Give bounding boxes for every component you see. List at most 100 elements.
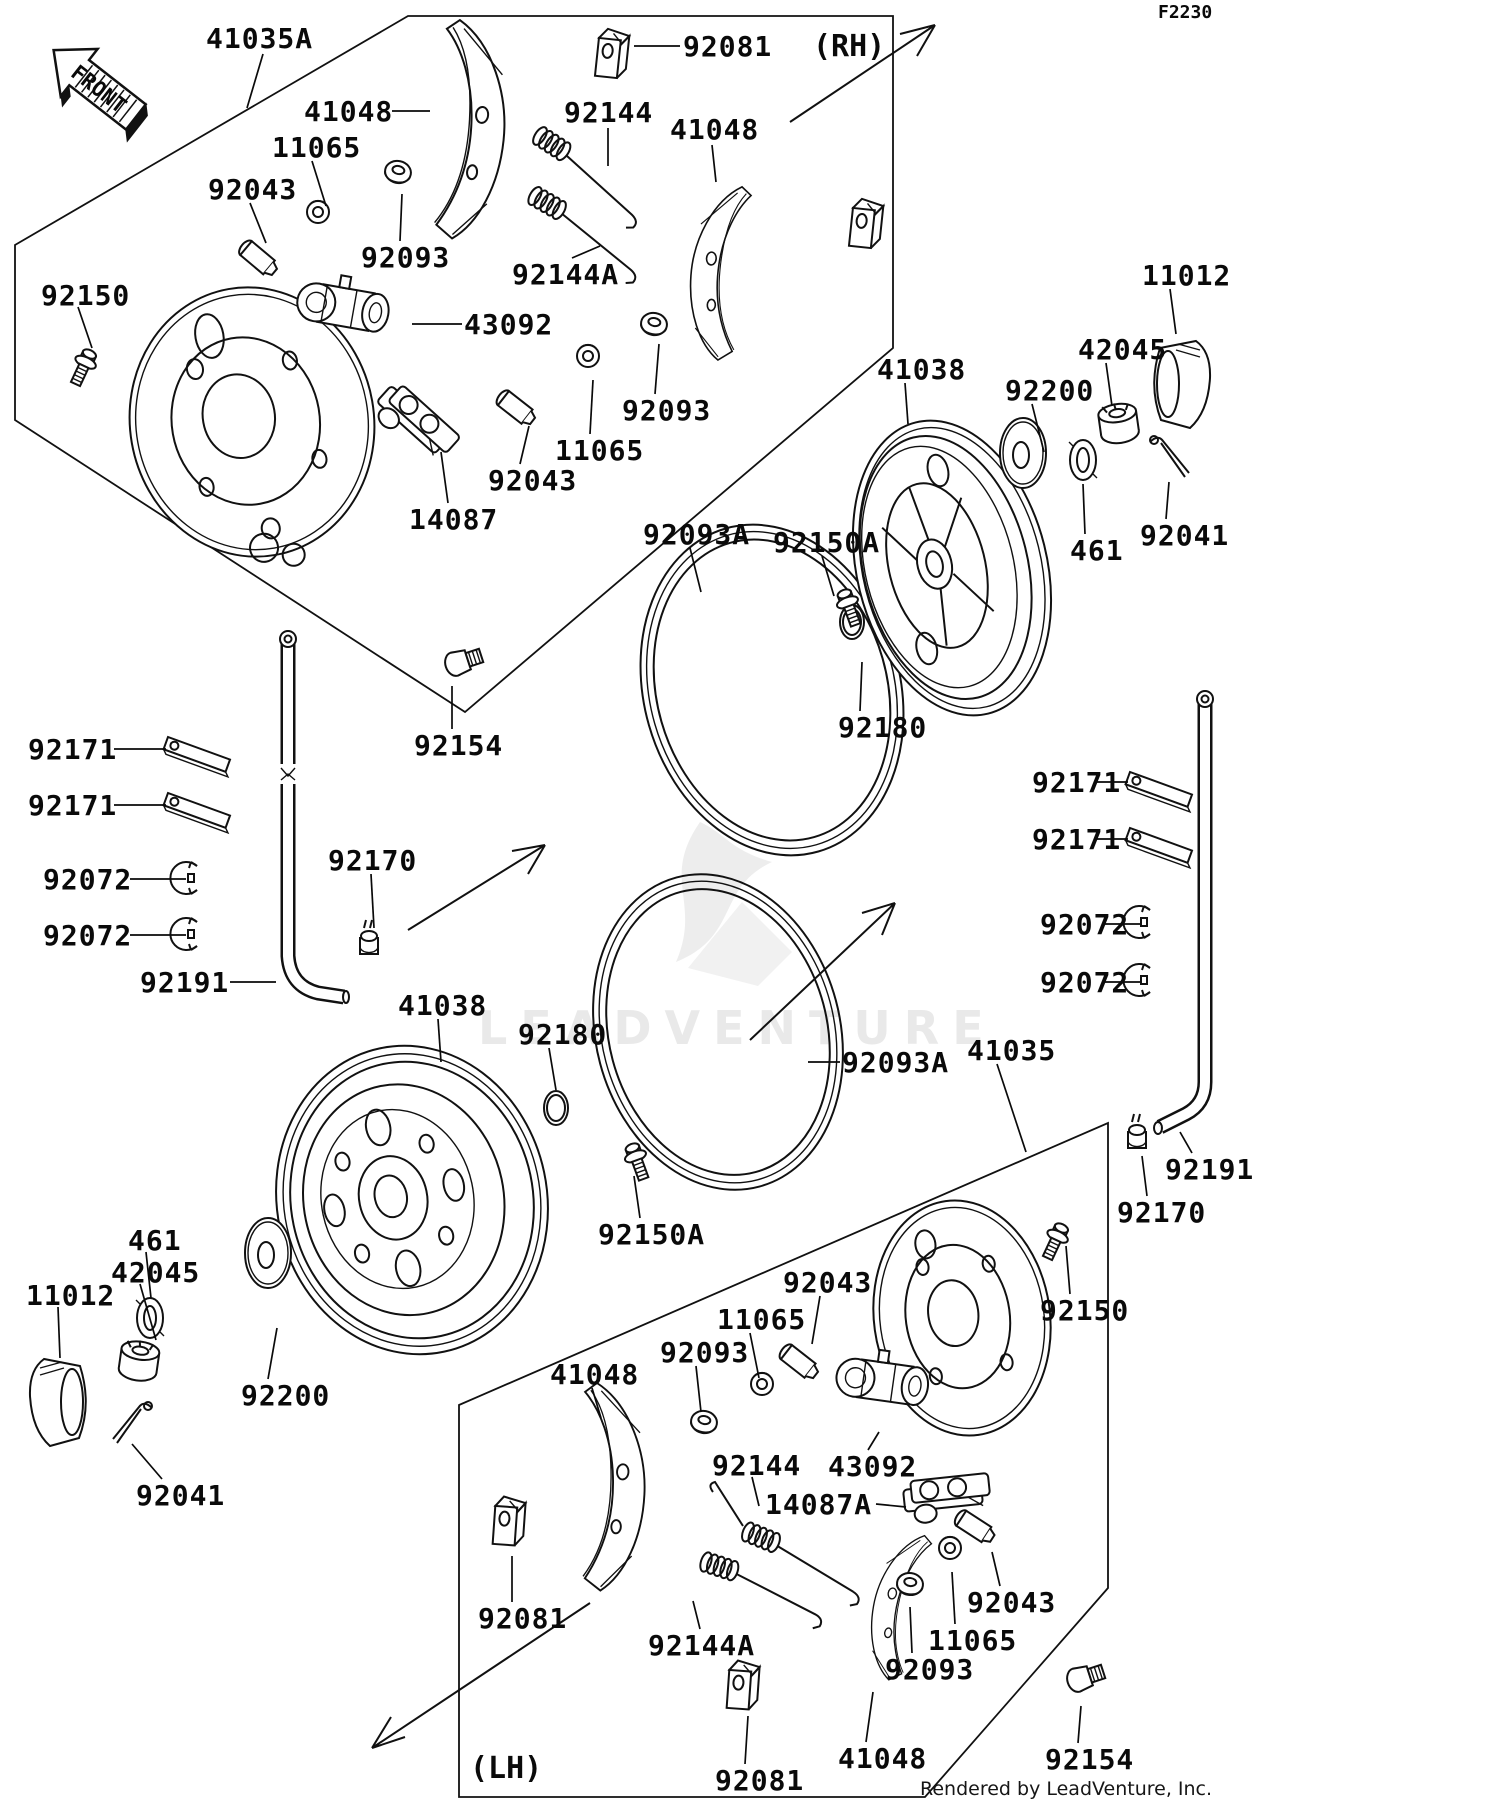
shape-92171-strap-right-2 xyxy=(1123,827,1197,869)
part-label-92171: 92171 xyxy=(28,733,117,766)
leader-line-14087a xyxy=(875,1503,907,1508)
part-label-92072: 92072 xyxy=(43,863,132,896)
part-label-11012: 11012 xyxy=(1142,259,1231,292)
shape-92200-washer-lh xyxy=(244,1217,292,1289)
shape-11065-washer-lh-1 xyxy=(750,1371,774,1396)
leader-line-11012 xyxy=(1169,288,1177,335)
shape-41048-brake-shoe-rh-1 xyxy=(424,17,517,244)
part-label-42045: 42045 xyxy=(1078,333,1167,366)
leader-line-41038 xyxy=(904,382,909,425)
shape-92191-brake-pipe-right xyxy=(1153,690,1214,1135)
part-label-92043: 92043 xyxy=(208,173,297,206)
shape-92043-pin-lh-1 xyxy=(775,1341,823,1384)
part-label-11012: 11012 xyxy=(26,1279,115,1312)
leader-line-92041 xyxy=(1165,481,1170,520)
leader-line-92191 xyxy=(1179,1131,1193,1154)
shape-92180-oring-lh xyxy=(543,1090,569,1126)
leader-line-92150 xyxy=(77,306,93,349)
shape-92093-grommet-rh-1 xyxy=(381,157,415,187)
part-label-92144a: 92144A xyxy=(648,1629,755,1662)
leader-line-41048 xyxy=(591,1387,602,1419)
leader-line-41048 xyxy=(865,1691,874,1743)
shape-41048-brake-shoe-rh-2 xyxy=(684,182,753,363)
leader-line-41035a xyxy=(246,53,264,109)
shape-92171-strap-left-1 xyxy=(161,736,235,778)
part-label-14087: 14087 xyxy=(409,503,498,536)
leader-line-41035 xyxy=(996,1063,1027,1153)
part-label-92154: 92154 xyxy=(414,729,503,762)
leader-line-41038 xyxy=(437,1018,442,1063)
part-label-92180: 92180 xyxy=(838,711,927,744)
part-label-92144a: 92144A xyxy=(512,258,619,291)
lh-caption: (LH) xyxy=(470,1751,542,1786)
part-label-92072: 92072 xyxy=(43,919,132,952)
leader-line-92144 xyxy=(751,1476,760,1507)
part-label-41038: 41038 xyxy=(877,353,966,386)
part-label-92170: 92170 xyxy=(1117,1196,1206,1229)
leader-line-92043 xyxy=(519,425,530,465)
shape-92093-grommet-rh-2 xyxy=(638,309,670,339)
part-label-11065: 11065 xyxy=(928,1624,1017,1657)
leader-line-92150a xyxy=(633,1175,641,1219)
shape-92081-clip-rh-1 xyxy=(593,27,631,80)
leader-line-11065 xyxy=(311,160,327,207)
fiche-code: F2230 xyxy=(1158,2,1212,23)
shape-42045-castle-nut-lh xyxy=(116,1337,162,1385)
leader-line-92150a xyxy=(821,555,835,597)
lh-detail-box xyxy=(458,1121,1109,1798)
shape-92170-clamp-right xyxy=(1127,1113,1147,1149)
part-label-461: 461 xyxy=(128,1224,182,1257)
part-label-92043: 92043 xyxy=(488,464,577,497)
part-label-92171: 92171 xyxy=(28,789,117,822)
part-label-92093a: 92093A xyxy=(842,1046,949,1079)
part-label-92150: 92150 xyxy=(1040,1294,1129,1327)
leader-line-92180 xyxy=(548,1047,557,1091)
part-label-92200: 92200 xyxy=(241,1379,330,1412)
shape-92081-clip-lh-1 xyxy=(491,1495,527,1547)
part-label-92171: 92171 xyxy=(1032,766,1121,799)
credit-text: Rendered by LeadVenture, Inc. xyxy=(920,1778,1212,1800)
shape-92093a-ring-lh xyxy=(592,873,844,1191)
part-label-43092: 43092 xyxy=(464,308,553,341)
part-label-41035a: 41035A xyxy=(206,22,313,55)
part-label-11065: 11065 xyxy=(717,1303,806,1336)
rh-caption: (RH) xyxy=(813,29,885,64)
shape-461-washer-rh xyxy=(1068,439,1098,481)
part-label-461: 461 xyxy=(1070,534,1124,567)
leader-lines-layer xyxy=(57,45,1193,1765)
part-label-42045: 42045 xyxy=(111,1256,200,1289)
leader-line-92144a xyxy=(571,245,601,259)
part-label-92144: 92144 xyxy=(564,96,653,129)
leader-line-92093 xyxy=(909,1606,913,1654)
part-label-92093: 92093 xyxy=(660,1336,749,1369)
leader-line-92043 xyxy=(811,1295,821,1345)
part-label-41048: 41048 xyxy=(838,1742,927,1775)
leader-line-92200 xyxy=(1031,403,1045,453)
part-label-92043: 92043 xyxy=(783,1266,872,1299)
shape-92154-bolt-lh xyxy=(1063,1659,1108,1696)
part-label-92081: 92081 xyxy=(478,1602,567,1635)
shape-92144a-spring-lh xyxy=(690,1549,833,1632)
shape-92200-washer-rh xyxy=(999,417,1047,489)
part-label-92093: 92093 xyxy=(885,1653,974,1686)
leader-line-92093a xyxy=(689,547,702,593)
shape-92171-strap-right-1 xyxy=(1123,771,1197,813)
part-label-14087a: 14087A xyxy=(765,1488,872,1521)
rh-detail-box xyxy=(14,15,894,714)
shape-42045-castle-nut-rh xyxy=(1095,399,1142,447)
shape-92081-clip-rh-2 xyxy=(847,197,885,250)
pointer-arrow-bottom-left xyxy=(371,1602,591,1749)
part-label-41038: 41038 xyxy=(398,989,487,1022)
leader-line-92170 xyxy=(370,873,375,929)
pointer-arrow-top-right xyxy=(789,24,936,123)
watermark-text: LEADVENTURE xyxy=(478,1001,997,1055)
leader-line-461 xyxy=(1082,483,1086,535)
leader-line-92144a xyxy=(692,1600,701,1630)
part-label-92150a: 92150A xyxy=(598,1218,705,1251)
leader-line-92043 xyxy=(249,202,267,244)
leader-line-92154 xyxy=(1077,1705,1082,1744)
leader-line-92043 xyxy=(991,1551,1001,1587)
leader-line-42045 xyxy=(139,1283,157,1341)
